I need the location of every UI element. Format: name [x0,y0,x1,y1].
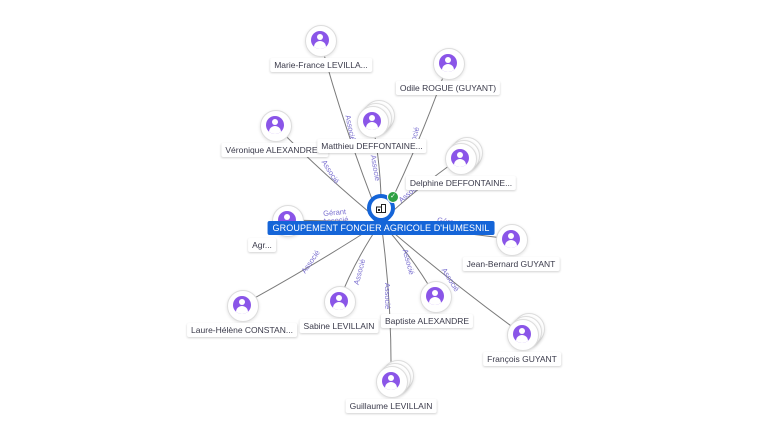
person-icon [311,31,329,49]
person-icon [426,287,444,305]
person-avatar[interactable] [322,284,356,318]
person-name-label[interactable]: François GUYANT [483,352,561,366]
person-icon [233,296,251,314]
person-node[interactable]: Sabine LEVILLAIN [299,286,379,333]
person-icon [513,325,531,343]
building-icon [376,204,386,213]
person-node[interactable]: Matthieu DEFFONTAINE... [317,100,427,153]
person-avatar[interactable] [494,222,528,256]
relation-edge [380,221,523,335]
person-node[interactable]: Véronique ALEXANDRE... [221,110,329,157]
person-node[interactable]: Odile ROGUE (GUYANT) [395,48,501,95]
company-node[interactable]: ✓ GROUPEMENT FONCIER AGRICOLE D'HUMESNIL [267,188,495,235]
verified-check-icon: ✓ [387,191,399,203]
relation-label: Associé [401,248,416,276]
person-icon [266,116,284,134]
relation-label: Associé [352,258,367,286]
person-avatar[interactable] [258,108,292,142]
person-node[interactable]: Marie-France LEVILLA... [270,25,372,72]
person-name-label[interactable]: Agr... [248,238,276,252]
person-node[interactable]: Guillaume LEVILLAIN [345,360,437,413]
person-node[interactable]: Baptiste ALEXANDRE [380,281,474,328]
person-icon [363,112,381,130]
person-avatar[interactable] [225,288,259,322]
person-node[interactable]: François GUYANT [483,313,561,366]
person-avatar[interactable] [443,137,483,175]
person-avatar[interactable] [418,279,452,313]
company-label: GROUPEMENT FONCIER AGRICOLE D'HUMESNIL [267,221,495,235]
person-node[interactable]: Laure-Hélène CONSTAN... [187,290,297,337]
person-name-label[interactable]: Odile ROGUE (GUYANT) [395,81,501,95]
person-name-label[interactable]: Baptiste ALEXANDRE [380,314,474,328]
person-icon [439,54,457,72]
relation-label: Associé [383,283,392,309]
person-avatar[interactable] [374,360,414,398]
person-name-label[interactable]: Marie-France LEVILLA... [270,58,372,72]
person-name-label[interactable]: Delphine DEFFONTAINE... [405,176,517,190]
person-avatar[interactable] [505,313,545,351]
person-avatar[interactable] [355,100,395,138]
person-name-label[interactable]: Matthieu DEFFONTAINE... [317,139,427,153]
person-avatar[interactable] [431,46,465,80]
person-name-label[interactable]: Sabine LEVILLAIN [299,319,379,333]
person-name-label[interactable]: Jean-Bernard GUYANT [462,257,560,271]
person-icon [502,230,520,248]
person-avatar[interactable] [303,23,337,57]
person-node[interactable]: Jean-Bernard GUYANT [462,224,560,271]
person-icon [330,292,348,310]
relation-label: Associé [369,154,382,181]
person-name-label[interactable]: Laure-Hélène CONSTAN... [187,323,297,337]
person-name-label[interactable]: Véronique ALEXANDRE... [221,143,329,157]
person-node[interactable]: Delphine DEFFONTAINE... [405,137,517,190]
person-icon [382,372,400,390]
person-icon [451,149,469,167]
person-name-label[interactable]: Guillaume LEVILLAIN [345,399,437,413]
